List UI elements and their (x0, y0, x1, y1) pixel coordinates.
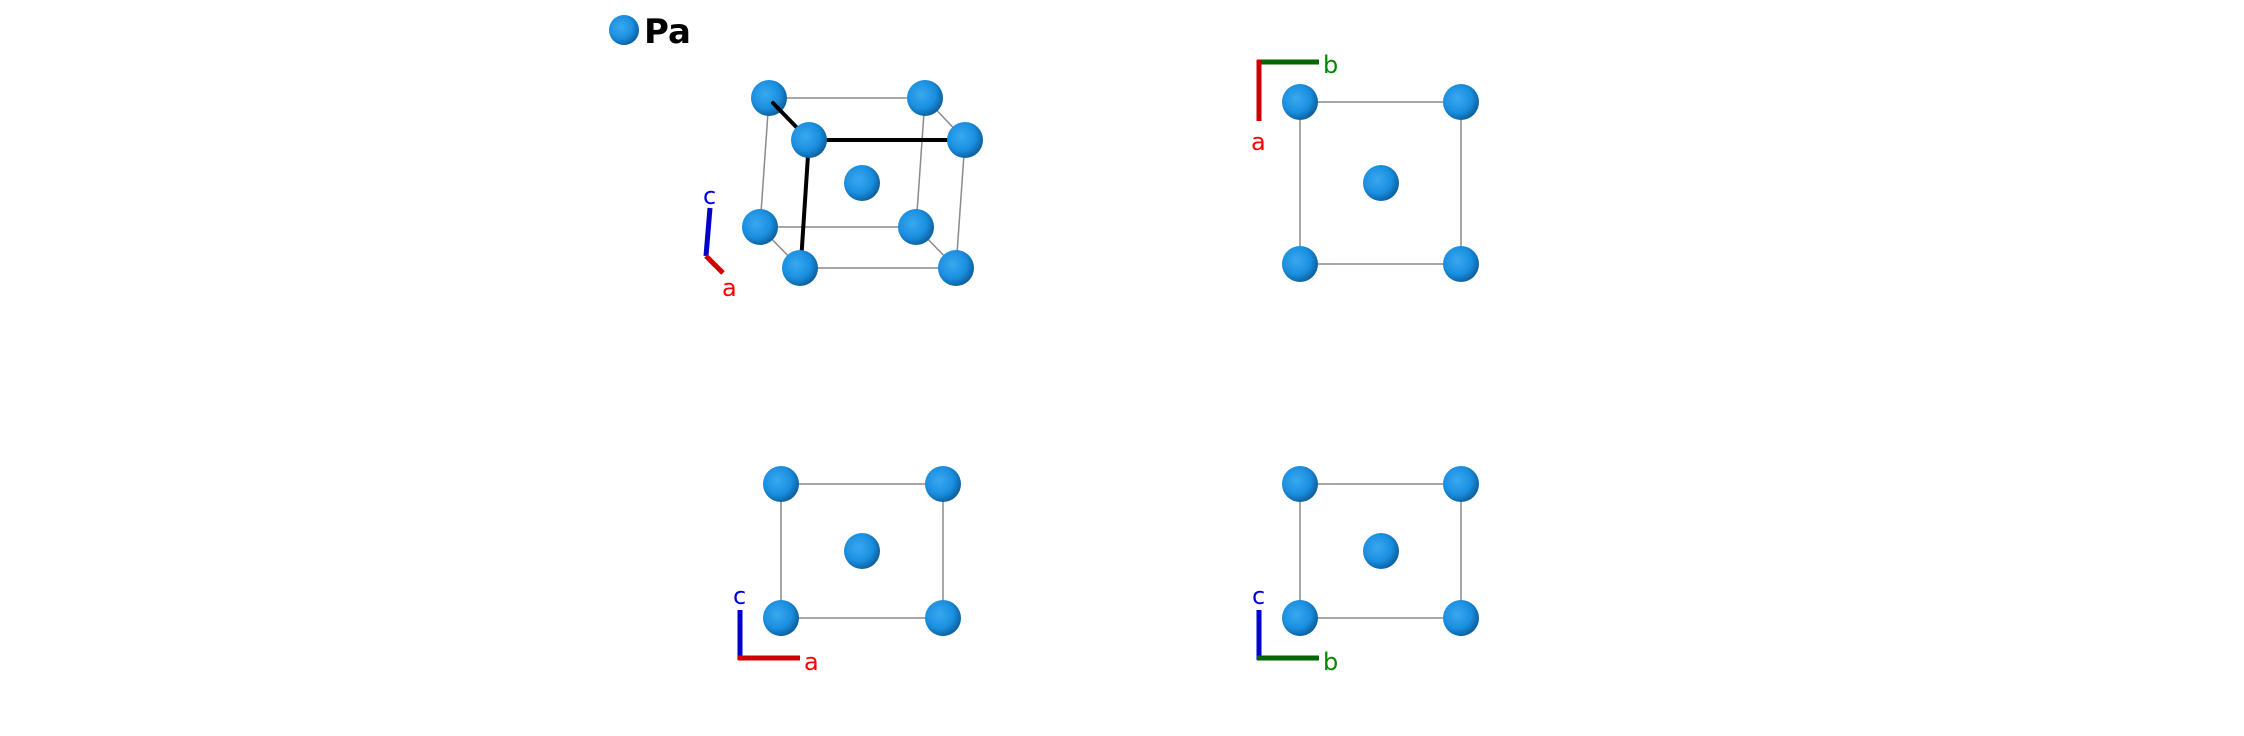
axis-label-c: c (1252, 582, 1265, 610)
axis-label-b: b (1323, 648, 1338, 676)
atom (1282, 466, 1318, 502)
axis-label-a: a (804, 648, 819, 676)
unit-cell-front (799, 139, 966, 269)
axis-label-a: a (722, 274, 737, 302)
atom (1282, 84, 1318, 120)
perspective-view: c a (703, 80, 983, 302)
atom (1443, 246, 1479, 282)
unit-cell (780, 483, 944, 619)
atom (947, 122, 983, 158)
atom (763, 600, 799, 636)
atom (925, 600, 961, 636)
axis-label-c: c (703, 182, 716, 210)
atom (763, 466, 799, 502)
atom (742, 209, 778, 245)
atom (1443, 84, 1479, 120)
atom (938, 250, 974, 286)
atom (1363, 165, 1399, 201)
atom (907, 80, 943, 116)
atom (782, 250, 818, 286)
atom (1282, 600, 1318, 636)
axis-a (704, 254, 725, 275)
atom (1443, 466, 1479, 502)
atom (791, 122, 827, 158)
atom (1282, 246, 1318, 282)
legend-label: Pa (644, 12, 691, 52)
b-axis-view: c a (733, 466, 961, 676)
axis-label-b: b (1323, 51, 1338, 79)
axis-c (703, 207, 713, 257)
axis-label-a: a (1251, 128, 1266, 156)
atom (1363, 533, 1399, 569)
a-axis-view: c b (1252, 466, 1479, 676)
atom (1443, 600, 1479, 636)
c-axis-view: b a (1251, 51, 1479, 282)
atom (898, 209, 934, 245)
atom (844, 533, 880, 569)
legend-atom-icon (609, 15, 639, 45)
axis-label-c: c (733, 582, 746, 610)
atom (844, 165, 880, 201)
atom (925, 466, 961, 502)
unit-cell (1299, 101, 1462, 265)
lattice-vector-line (799, 138, 811, 264)
unit-cell (1299, 483, 1462, 619)
